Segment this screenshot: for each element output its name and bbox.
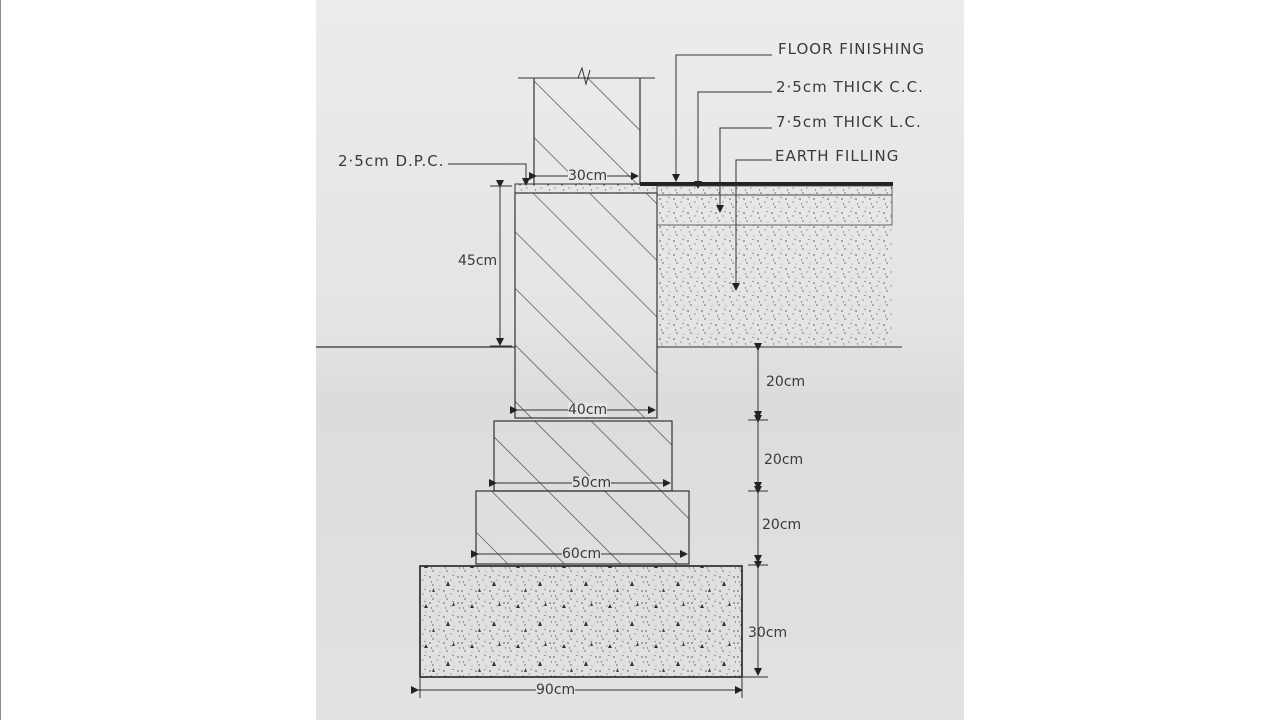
dim-concrete-depth: 30cm <box>748 625 788 641</box>
lc-layer <box>656 194 893 226</box>
label-earth-filling: EARTH FILLING <box>775 147 900 165</box>
dim-plinth-height: 45cm <box>458 253 498 269</box>
label-floor-finishing: FLOOR FINISHING <box>778 40 926 58</box>
dim-depth-2: 20cm <box>764 452 804 468</box>
label-lc-layer: 7·5cm THICK L.C. <box>776 113 922 131</box>
dim-wall-width: 30cm <box>568 168 608 184</box>
concrete-bed <box>419 565 743 678</box>
dim-base-width: 40cm <box>568 402 608 418</box>
label-cc-layer: 2·5cm THICK C.C. <box>776 78 924 96</box>
dim-depth-1: 20cm <box>766 374 806 390</box>
earth-filling <box>657 225 892 347</box>
dim-depth-3: 20cm <box>762 517 802 533</box>
callout-leaders <box>448 54 772 291</box>
dpc-layer <box>514 183 658 194</box>
dim-concrete-width: 90cm <box>536 682 576 698</box>
cc-layer <box>656 185 893 196</box>
dim-footing-1-width: 50cm <box>572 475 612 491</box>
plinth-wall <box>514 192 658 419</box>
label-dpc: 2·5cm D.P.C. <box>338 152 445 170</box>
dim-footing-2-width: 60cm <box>562 546 602 562</box>
wall-above-plinth <box>518 66 655 185</box>
